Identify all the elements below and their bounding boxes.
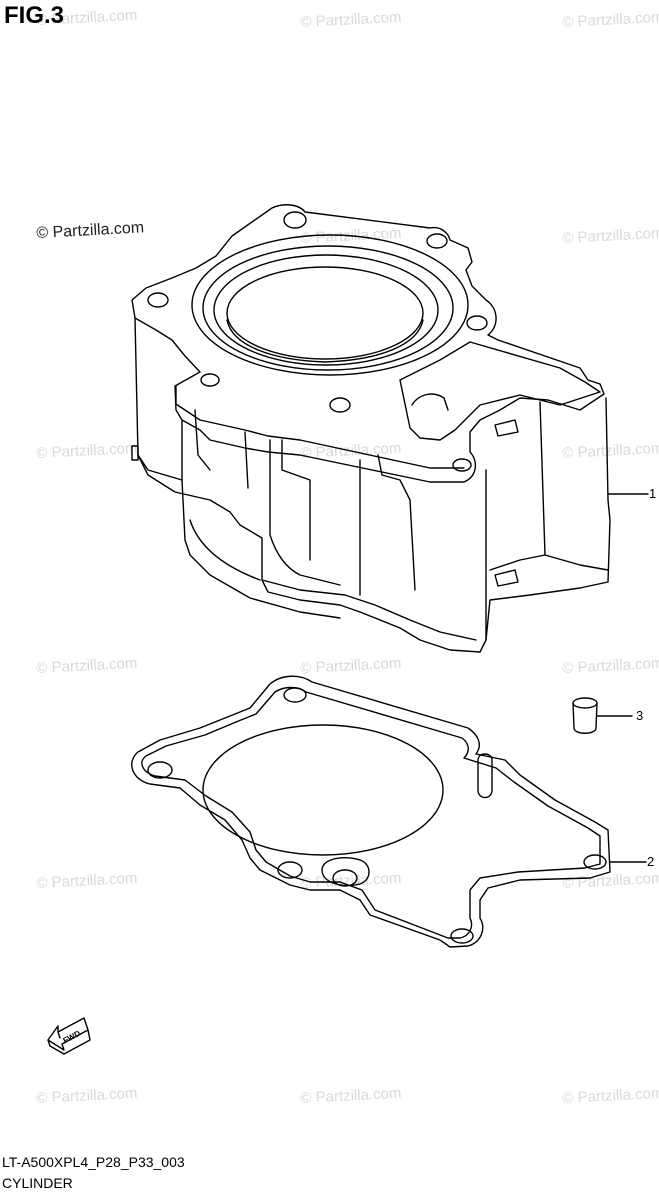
cylinder-base [138,398,610,652]
gasket-bolt-hole [451,929,473,943]
gasket-outline [132,676,610,947]
callout-3[interactable]: 3 [636,708,644,723]
gasket-bolt-hole [284,688,306,702]
cylinder-top-flange [132,205,604,482]
bolt-hole [427,234,447,248]
gasket-bolt-hole [278,862,302,878]
callout-1[interactable]: 1 [649,486,657,501]
cylinder-fin [545,555,608,570]
gasket-passage [322,858,369,886]
bolt-hole [201,374,219,386]
dowel-pin-top [573,698,597,708]
cylinder-gasket-part[interactable] [132,676,610,947]
cylinder-bore-inner [227,267,423,359]
cylinder-flange-edge [176,386,464,468]
gasket-bore [203,725,443,855]
cylinder-right-wall [486,402,545,640]
cylinder-bore-outer [192,235,468,375]
gasket-inner-edge [142,688,600,939]
cylinder-bore-ring [203,246,453,370]
tunnel-inner [412,394,448,410]
diagram-code: LT-A500XPL4_P28_P33_003 [2,1154,185,1170]
diagram-name: CYLINDER [2,1175,73,1191]
cylinder-part[interactable] [132,205,610,652]
cylinder-bore-ring [214,255,438,365]
bolt-hole [467,316,487,330]
gasket-bolt-hole [584,855,606,869]
cylinder-body-left [135,318,340,618]
cylinder-cutaway [270,440,415,595]
dowel-pin-body [573,703,597,733]
fwd-arrow-icon [48,1018,90,1054]
boss [495,420,518,436]
bolt-hole [330,398,350,412]
dowel-pin-part[interactable] [573,698,597,733]
boss [495,570,518,586]
bolt-hole [453,459,471,471]
boss [132,446,138,460]
cylinder-base-inner [262,580,476,640]
bore-depth [227,320,423,362]
callout-2[interactable]: 2 [647,854,655,869]
gasket-bolt-hole [148,762,172,778]
cam-chain-tunnel [400,342,600,440]
gasket-slot [478,754,492,798]
bolt-hole [148,293,168,307]
cylinder-ribs [190,410,260,580]
bolt-hole [284,212,306,228]
figure-title: FIG.3 [4,2,65,29]
